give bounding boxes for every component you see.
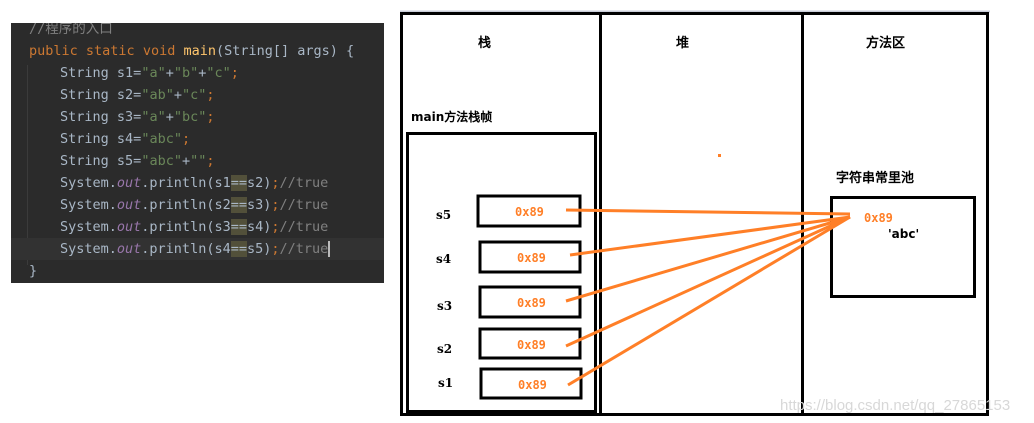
- main-frame-box: [406, 132, 597, 413]
- code-println: System.out.println(s4==s5);//true: [11, 238, 384, 260]
- frame-title: main方法栈帧: [411, 109, 492, 124]
- variable-slot-s4: 0x89 s4: [436, 240, 582, 274]
- variable-name: s3: [437, 299, 452, 313]
- outer-box: [400, 12, 989, 416]
- reference-arrow-s1: [567, 215, 851, 387]
- variable-name: s5: [436, 208, 451, 222]
- code-declaration: String s4="abc";: [60, 131, 191, 147]
- string-pool-box: [830, 196, 976, 298]
- variable-slot-s5: 0x89 s5: [436, 194, 582, 228]
- watermark: https://blog.csdn.net/qq_27865153: [780, 397, 1010, 414]
- pool-title: 字符串常里池: [836, 170, 914, 186]
- slot-box: [479, 367, 583, 400]
- pool-value: 'abc': [888, 227, 919, 241]
- variable-name: s1: [438, 376, 453, 390]
- slot-box: [478, 240, 582, 274]
- slot-box: [478, 327, 582, 360]
- heap-dot: [718, 154, 721, 157]
- heap-title: 堆: [676, 35, 689, 51]
- code-println: System.out.println(s3==s4);//true: [60, 219, 329, 235]
- slot-address: 0x89: [517, 296, 546, 310]
- indent-guide: [27, 65, 28, 265]
- code-declaration: String s2="ab"+"c";: [60, 87, 215, 103]
- code-comment: //程序的入口: [29, 23, 113, 37]
- code-closing-brace: }: [29, 263, 38, 279]
- code-println: System.out.println(s2==s3);//true: [60, 197, 329, 213]
- variable-slot-s1: 0x89 s1: [438, 367, 583, 400]
- slot-box: [478, 285, 582, 319]
- variable-name: s2: [437, 342, 452, 356]
- pool-address: 0x89: [864, 211, 893, 225]
- variable-slot-s3: 0x89 s3: [437, 285, 582, 319]
- code-declaration: String s3="a"+"bc";: [60, 109, 215, 125]
- stack-title: 栈: [478, 35, 491, 51]
- code-declaration: String s5="abc"+"";: [60, 153, 215, 169]
- reference-arrow-s2: [565, 215, 851, 348]
- code-editor[interactable]: //程序的入口 public static void main(String[]…: [11, 23, 384, 283]
- reference-arrow-s5: [565, 208, 851, 216]
- code-method-signature: public static void main(String[] args) {: [29, 43, 355, 59]
- slot-address: 0x89: [517, 338, 546, 352]
- method-area-title: 方法区: [866, 35, 905, 51]
- slot-address: 0x89: [515, 205, 544, 219]
- slot-address: 0x89: [517, 251, 546, 265]
- reference-arrow-s3: [565, 215, 851, 303]
- variable-name: s4: [436, 252, 451, 266]
- code-println: System.out.println(s1==s2);//true: [60, 175, 329, 191]
- code-declaration: String s1="a"+"b"+"c";: [60, 65, 239, 81]
- slot-address: 0x89: [518, 378, 547, 392]
- reference-arrow-s4: [569, 215, 851, 257]
- text-caret: [328, 241, 331, 257]
- variable-slot-s2: 0x89 s2: [437, 327, 582, 360]
